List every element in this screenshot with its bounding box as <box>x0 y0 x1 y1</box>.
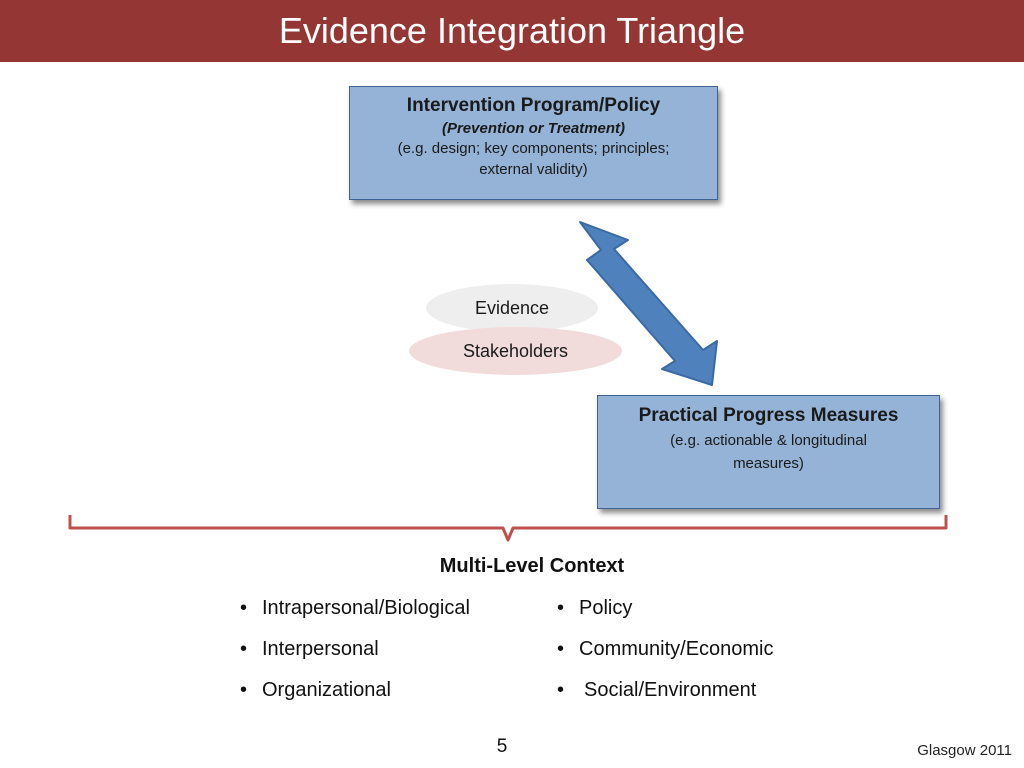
intervention-title: Intervention Program/Policy <box>406 95 661 116</box>
context-item-social-environment: •Social/Environment <box>557 679 757 701</box>
intervention-desc-line1: (e.g. design; key components; principles… <box>397 140 670 157</box>
context-item-community-economic: •Community/Economic <box>557 638 774 660</box>
intervention-desc-line2: external validity) <box>479 161 588 178</box>
context-item-policy: •Policy <box>557 597 633 619</box>
intervention-program-box: Intervention Program/Policy (Prevention … <box>349 86 718 200</box>
multi-level-context-title: Multi-Level Context <box>439 555 625 577</box>
context-brace <box>68 515 948 542</box>
double-headed-arrow <box>579 221 718 386</box>
context-item-interpersonal: •Interpersonal <box>240 638 379 660</box>
measures-desc-line1: (e.g. actionable & longitudinal <box>670 432 867 449</box>
context-item-intrapersonal: •Intrapersonal/Biological <box>240 597 470 619</box>
title-bar <box>0 0 1024 62</box>
page-number: 5 <box>496 736 508 757</box>
context-item-organizational: •Organizational <box>240 679 391 701</box>
measures-desc-line2: measures) <box>733 455 804 472</box>
measures-title: Practical Progress Measures <box>638 405 899 426</box>
evidence-ellipse: Evidence <box>426 284 598 332</box>
slide-title: Evidence Integration Triangle <box>278 10 746 51</box>
progress-measures-box: Practical Progress Measures (e.g. action… <box>597 395 940 509</box>
citation: Glasgow 2011 <box>917 742 1012 759</box>
intervention-subtitle: (Prevention or Treatment) <box>441 120 626 137</box>
stakeholders-ellipse: Stakeholders <box>409 327 622 375</box>
